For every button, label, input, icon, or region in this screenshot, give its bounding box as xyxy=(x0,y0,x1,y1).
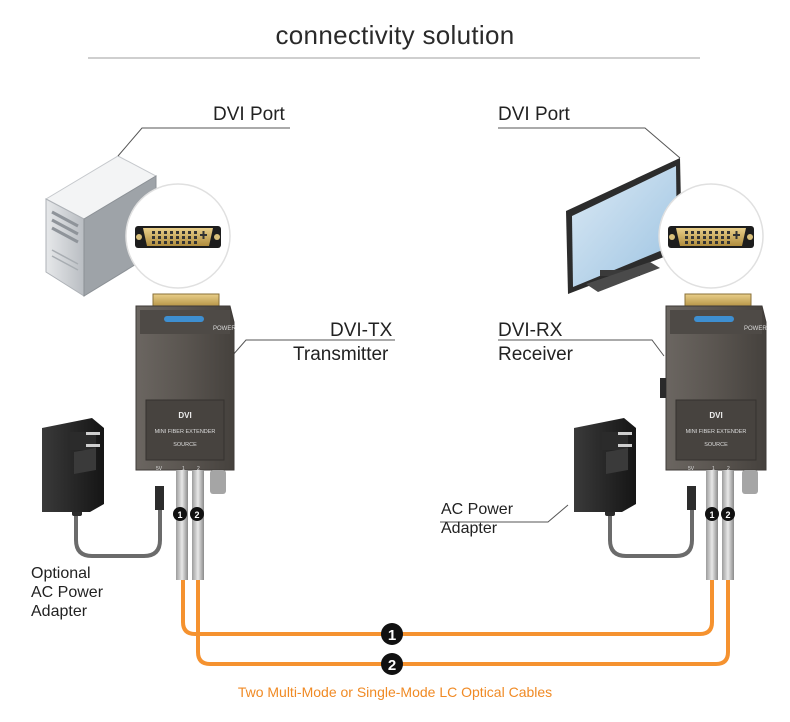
left-adapter-label-line2: AC Power xyxy=(31,584,104,601)
cable-number-1-badge: 1 xyxy=(381,623,403,645)
rx-label-line2: Receiver xyxy=(498,344,573,365)
right-connector-number-1: 1 xyxy=(709,510,714,520)
fiber-extender-icon: POWER DVI MINI FIBER EXTENDER SOURCE 5V … xyxy=(135,293,236,580)
left-port-mark-2: 2 xyxy=(197,466,200,472)
right-unit-subtitle: MINI FIBER EXTENDER xyxy=(686,429,747,435)
tx-label-line1: DVI-TX xyxy=(330,320,393,341)
left-port-mark-1: 1 xyxy=(182,466,185,472)
page-title: connectivity solution xyxy=(275,20,515,50)
left-device-leader xyxy=(231,339,395,357)
right-port-leader xyxy=(498,127,681,159)
cable-number-1: 1 xyxy=(388,627,396,644)
right-connector-number-2: 2 xyxy=(725,510,730,520)
tx-label-line2: Transmitter xyxy=(293,344,389,365)
left-port-mark-5v: 5V xyxy=(156,466,163,472)
right-power-text: POWER xyxy=(744,326,767,332)
right-adapter-label-line2: Adapter xyxy=(441,520,498,537)
right-unit-mode: SOURCE xyxy=(704,442,728,448)
power-adapter-icon xyxy=(42,418,164,558)
optical-cables xyxy=(181,580,730,666)
power-adapter-icon xyxy=(574,418,696,558)
left-unit-subtitle: MINI FIBER EXTENDER xyxy=(155,429,216,435)
right-port-label: DVI Port xyxy=(498,104,570,125)
left-connector-number-1: 1 xyxy=(177,510,182,520)
optical-cable-2 xyxy=(196,580,730,666)
dvi-connector-icon xyxy=(658,183,764,289)
left-power-text: POWER xyxy=(213,326,236,332)
cable-number-2: 2 xyxy=(388,657,396,674)
right-device-leader xyxy=(498,339,665,357)
monitor-icon xyxy=(566,158,682,294)
cables-caption: Two Multi-Mode or Single-Mode LC Optical… xyxy=(237,684,553,700)
left-connector-number-2: 2 xyxy=(194,510,199,520)
right-unit-brand: DVI xyxy=(709,411,722,420)
left-adapter-label-line1: Optional xyxy=(31,565,91,582)
right-adapter-leader xyxy=(440,504,569,523)
optical-cable-1 xyxy=(181,580,714,636)
left-unit-brand: DVI xyxy=(178,411,191,420)
left-port-leader xyxy=(117,127,290,157)
right-port-mark-1: 1 xyxy=(712,466,715,472)
left-adapter-label-line3: Adapter xyxy=(31,603,88,620)
cable-number-2-badge: 2 xyxy=(381,653,403,675)
rx-label-line1: DVI-RX xyxy=(498,320,563,341)
left-unit-mode: SOURCE xyxy=(173,442,197,448)
right-port-mark-2: 2 xyxy=(727,466,730,472)
dvi-connector-icon xyxy=(125,183,231,289)
right-port-mark-5v: 5V xyxy=(688,466,695,472)
fiber-extender-icon: POWER DVI MINI FIBER EXTENDER SOURCE 5V … xyxy=(660,293,767,580)
right-adapter-label-line1: AC Power xyxy=(441,501,514,518)
left-port-label: DVI Port xyxy=(213,104,285,125)
